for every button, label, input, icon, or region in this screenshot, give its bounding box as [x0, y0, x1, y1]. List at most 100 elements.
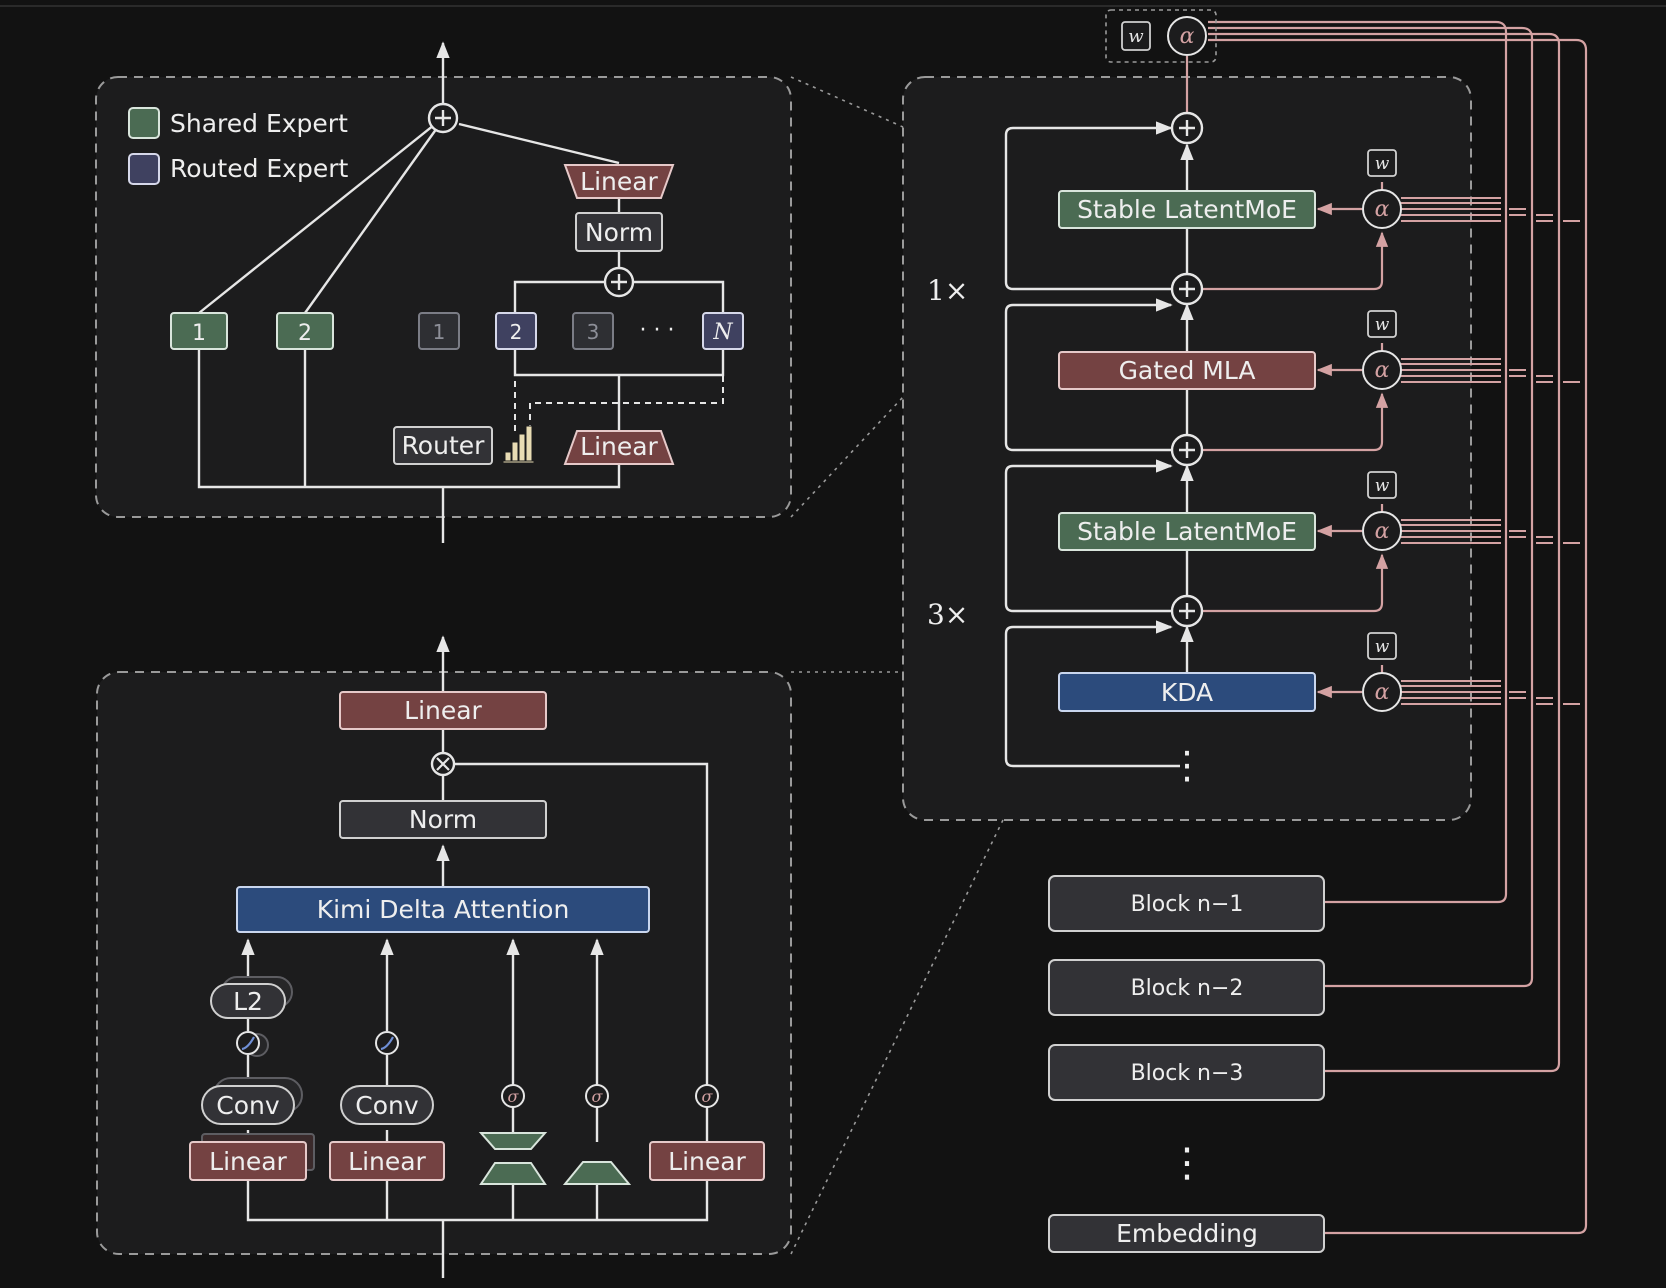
- routed-expert-1-label: 1: [433, 320, 446, 344]
- weight-symbol: w: [1128, 26, 1144, 47]
- shared-expert-2-label: 2: [298, 321, 312, 346]
- router-label: Router: [402, 431, 486, 460]
- shared-expert-2: [276, 312, 334, 350]
- kda-linear-out-block: [339, 691, 547, 730]
- kda-linear-1-label: Linear: [209, 1147, 287, 1176]
- alpha-node: α: [1362, 672, 1402, 712]
- alpha-bus-lines: [1401, 197, 1580, 705]
- gated-mla-block: [1058, 351, 1316, 390]
- router-scores-icon: [502, 425, 535, 464]
- repeat-1x-label: 1×: [927, 274, 968, 307]
- linear-bottom-block: [563, 430, 675, 465]
- legend-shared-label: Shared Expert: [170, 109, 348, 138]
- conv-block-1: [201, 1085, 295, 1125]
- svg-text:w: w: [1375, 637, 1390, 657]
- low-rank-projection-shape: [478, 1132, 548, 1150]
- residual-sum-node: [1170, 272, 1204, 306]
- router-block: [393, 426, 493, 465]
- norm-label: Norm: [585, 218, 653, 247]
- svg-text:w: w: [1375, 315, 1390, 335]
- layer-stack: Stable LatentMoE Gated MLA Stable Latent…: [927, 111, 1580, 787]
- norm-block: [575, 212, 663, 252]
- embedding-block: [1048, 1214, 1325, 1253]
- activation-node: [236, 1031, 260, 1055]
- repeat-3x-label: 3×: [927, 598, 968, 631]
- top-aggregation-frame: [1105, 9, 1217, 63]
- block-residual-lines: [1185, 20, 1588, 1235]
- moe-detail: Shared Expert Routed Expert Linear: [128, 41, 744, 543]
- kda-norm-label: Norm: [409, 805, 477, 834]
- weight-box: w: [1367, 149, 1397, 177]
- low-rank-projection-shape: [479, 1162, 547, 1185]
- weight-box: w: [1367, 632, 1397, 660]
- shared-expert-swatch: [128, 107, 160, 139]
- weight-box: w: [1367, 310, 1397, 338]
- routed-expert-3-label: 3: [587, 320, 600, 344]
- linear-top-block: [563, 164, 675, 199]
- kda-linear-2: [329, 1141, 445, 1181]
- activation-node: [375, 1031, 399, 1055]
- sigma-node: σ: [501, 1084, 525, 1108]
- routed-expert-n: [702, 312, 744, 350]
- routed-expert-2: [495, 312, 537, 350]
- block-n-3-label: Block n−3: [1131, 1061, 1244, 1086]
- svg-text:σ: σ: [702, 1087, 714, 1106]
- alpha-node: α: [1362, 350, 1402, 390]
- kimi-delta-attention-label: Kimi Delta Attention: [317, 895, 570, 924]
- shared-expert-1: [170, 312, 228, 350]
- routed-expert-ellipsis: · · ·: [640, 318, 675, 343]
- routed-expert-2-label: 2: [510, 320, 523, 344]
- svg-text:w: w: [1375, 154, 1390, 174]
- routed-expert-n-label: N: [712, 320, 733, 345]
- routed-expert-swatch: [128, 153, 160, 185]
- routed-expert-1: [418, 312, 460, 350]
- residual-sum-node: [1170, 433, 1204, 467]
- kda-linear-3: [649, 1141, 765, 1181]
- svg-text:α: α: [1375, 519, 1390, 544]
- shared-expert-1-label: 1: [192, 321, 206, 346]
- block-n-2: [1048, 959, 1325, 1016]
- svg-text:α: α: [1375, 680, 1390, 705]
- block-n-1-label: Block n−1: [1131, 892, 1244, 917]
- block-n-3: [1048, 1044, 1325, 1101]
- kimi-delta-attention-block: [236, 886, 650, 933]
- weight-box: [1121, 21, 1151, 51]
- projection-shape: [562, 1161, 632, 1185]
- layer-label: KDA: [1161, 678, 1213, 707]
- linear-top-label: Linear: [580, 167, 658, 196]
- block-list: Block n−1 Block n−2 Block n−3 ⋮ Embeddin…: [1048, 875, 1325, 1253]
- layer-label: Gated MLA: [1119, 356, 1256, 385]
- embedding-label: Embedding: [1116, 1219, 1258, 1248]
- kda-linear-1: [189, 1141, 307, 1181]
- weight-box: w: [1367, 471, 1397, 499]
- routed-expert-3: [572, 312, 614, 350]
- kda-linear-out-label: Linear: [404, 696, 482, 725]
- layer-label: Stable LatentMoE: [1077, 195, 1297, 224]
- residual-sum-node: [1170, 594, 1204, 628]
- sigma-node: σ: [695, 1084, 719, 1108]
- alpha-node: [1167, 16, 1207, 56]
- layer-label: Stable LatentMoE: [1077, 517, 1297, 546]
- blocks-vdots: ⋮: [1167, 1140, 1207, 1186]
- linear-bottom-label: Linear: [580, 432, 658, 461]
- kda-block: [1058, 672, 1316, 712]
- conv-1-label: Conv: [216, 1091, 280, 1120]
- kda-linear-3-label: Linear: [668, 1147, 746, 1176]
- stable-latentmoe-block-bottom: [1058, 512, 1316, 551]
- l2-norm-block: [210, 983, 286, 1019]
- svg-text:α: α: [1375, 197, 1390, 222]
- stack-vdots: ⋮: [1168, 743, 1206, 787]
- block-n-2-label: Block n−2: [1131, 976, 1244, 1001]
- kda-detail: Linear Norm Kimi Delta Attention L2 Conv…: [189, 635, 765, 1278]
- svg-text:σ: σ: [508, 1087, 520, 1106]
- alpha-node: α: [1362, 511, 1402, 551]
- residual-sum-node: [1170, 111, 1204, 145]
- alpha-node: α: [1362, 189, 1402, 229]
- svg-text:α: α: [1375, 358, 1390, 383]
- sigma-node: σ: [585, 1084, 609, 1108]
- kda-linear-2-label: Linear: [348, 1147, 426, 1176]
- block-n-1: [1048, 875, 1325, 932]
- legend-routed-label: Routed Expert: [170, 154, 349, 183]
